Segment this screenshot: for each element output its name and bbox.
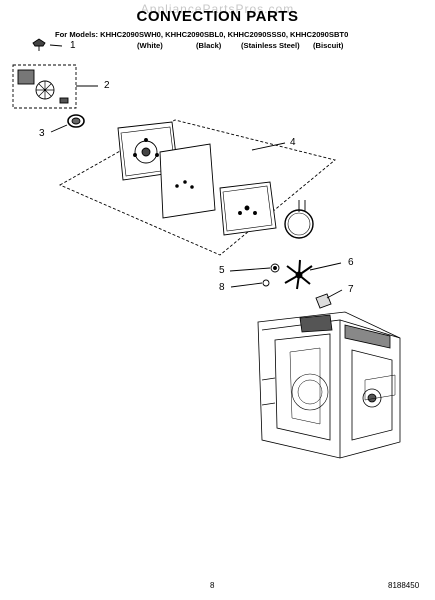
part-convection-cover	[58, 119, 336, 256]
variant-stainless: (Stainless Steel)	[241, 41, 300, 50]
variant-biscuit: (Biscuit)	[313, 41, 344, 50]
part-washer	[262, 279, 270, 287]
callout-5: 5	[219, 265, 225, 276]
callout-2: 2	[104, 80, 110, 91]
callout-7: 7	[348, 284, 354, 295]
part-fan-blade	[284, 259, 313, 290]
part-nut	[270, 263, 280, 273]
doc-number: 8188450	[388, 581, 420, 590]
callout-4: 4	[290, 137, 296, 148]
callout-3: 3	[39, 128, 45, 139]
part-bracket	[315, 293, 332, 309]
callout-1: 1	[70, 40, 76, 51]
variant-white: (White)	[137, 41, 163, 50]
callout-8: 8	[219, 282, 225, 293]
leader-6	[309, 262, 342, 271]
page-title: CONVECTION PARTS	[136, 8, 299, 25]
variant-black: (Black)	[196, 41, 222, 50]
oven-cavity	[257, 311, 401, 459]
watermark: AppliancePartsPros.com	[140, 2, 295, 16]
leader-5	[229, 267, 271, 272]
models-line: For Models: KHHC2090SWH0, KHHC2090SBL0, …	[55, 30, 349, 39]
leader-1	[49, 44, 63, 47]
leader-4	[251, 142, 286, 151]
part-screw	[32, 38, 46, 51]
page-number: 8	[210, 581, 215, 590]
leader-8	[230, 282, 263, 288]
callout-6: 6	[348, 257, 354, 268]
leader-3	[50, 124, 68, 133]
leader-7	[326, 289, 343, 299]
part-fan-assembly	[12, 64, 77, 109]
part-gasket	[67, 114, 85, 128]
